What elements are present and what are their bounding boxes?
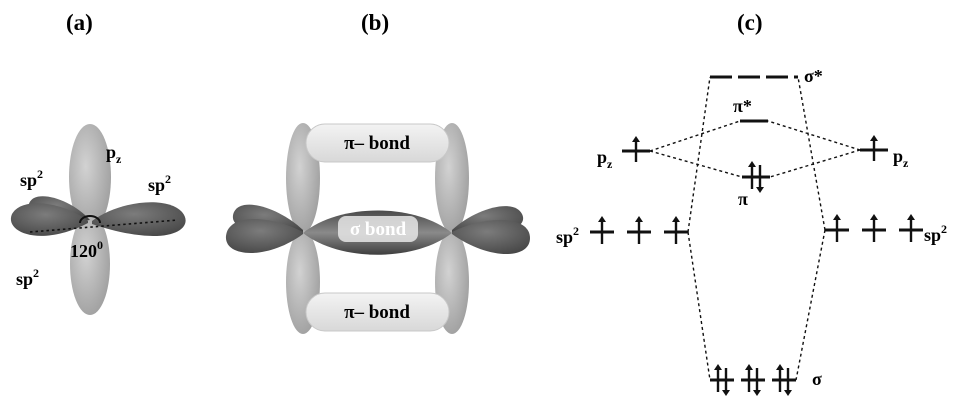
electron-arrowheads: [598, 135, 915, 222]
paired-arrowheads: [714, 161, 792, 396]
pi-bond-top-label: π– bond: [344, 133, 410, 154]
angle-arc: [79, 215, 101, 224]
pi-label: π: [738, 189, 748, 209]
pz-lobe-top: [69, 124, 111, 230]
pz-left-label: pz: [597, 147, 613, 171]
panel-b-orbitals: [225, 123, 530, 334]
right-sp2-lobe: [452, 219, 530, 255]
correlation-lines: [649, 76, 861, 381]
sp2-right-lobe: [92, 202, 186, 236]
sp2-right-label: sp2: [148, 172, 171, 195]
sp2-left-energy-label: sp2: [556, 224, 579, 247]
sigma-bond-label-bg: [338, 216, 418, 242]
pi-star-label: π*: [733, 96, 752, 116]
sp2-left-lobe: [10, 203, 88, 236]
sigma-label: σ: [812, 369, 822, 389]
pi-bond-bottom: [305, 292, 450, 332]
paired-electrons: [716, 165, 790, 392]
panel-a-orbitals: [10, 124, 186, 315]
sigma-star-label: σ*: [804, 66, 823, 86]
panel-a-label: (a): [66, 10, 93, 35]
pz-label: pz: [106, 142, 122, 166]
angle-label: 1200: [70, 238, 103, 261]
left-sp2-lobe: [225, 218, 303, 253]
sigma-bond-label: σ bond: [350, 219, 407, 240]
panel-c-label: (c): [737, 10, 763, 35]
panel-b-label: (b): [361, 10, 389, 35]
sp2-bottom-label: sp2: [16, 266, 39, 289]
sp2-left-label: sp2: [20, 167, 43, 190]
pi-bond-bottom-label: π– bond: [344, 302, 410, 323]
pz-lobe-bottom: [70, 213, 110, 315]
single-electrons: [600, 139, 913, 244]
energy-level-diagram: [590, 75, 923, 396]
sp2-right-energy-label: sp2: [924, 222, 947, 245]
pi-bond-top: [305, 123, 450, 163]
pz-right-label: pz: [893, 146, 909, 170]
